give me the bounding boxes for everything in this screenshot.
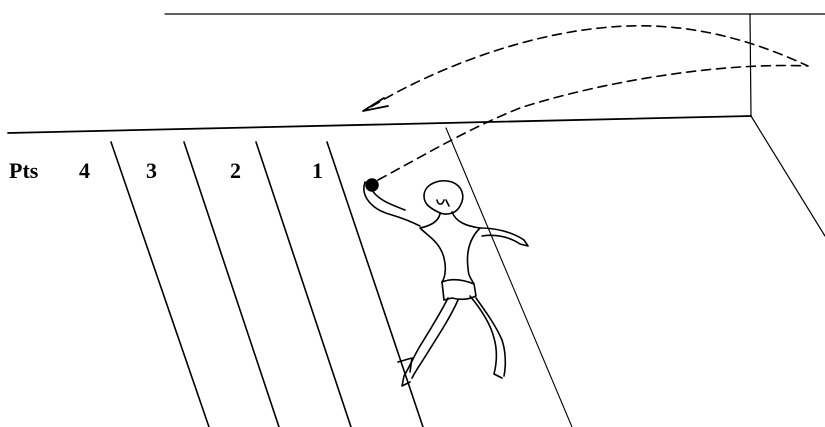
zone-3-label: 3 [146, 160, 157, 182]
zone-line-4-3 [111, 142, 209, 427]
wall-corner-line [750, 14, 751, 116]
points-label: Pts [9, 160, 38, 182]
side-wall-edge-line [751, 116, 825, 236]
zone-2-label: 2 [230, 160, 241, 182]
zone-4-label: 4 [79, 160, 90, 182]
ball-trajectory [366, 26, 808, 180]
floor-horizon-line [8, 116, 751, 133]
zone-line-2-1 [256, 142, 351, 427]
throw-line [446, 128, 572, 427]
zone-1-label: 1 [312, 160, 323, 182]
throwing-figure [364, 179, 528, 386]
zone-line-3-2 [184, 142, 279, 427]
